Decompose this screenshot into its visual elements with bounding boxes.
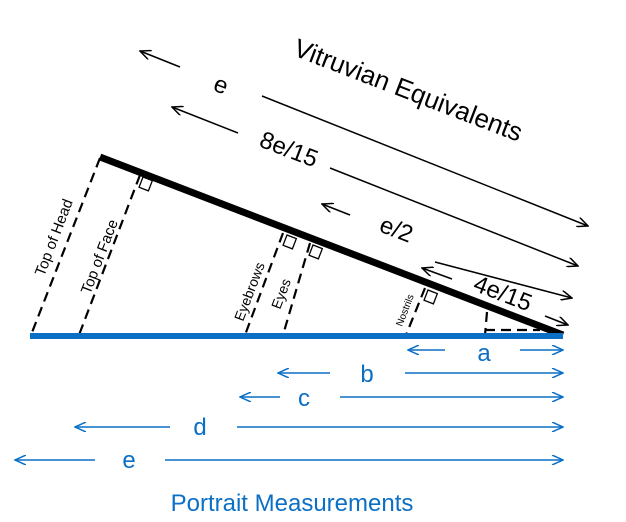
arrow-8e15-left [172,107,239,134]
arrow-4e15-left [422,268,453,280]
eyebrows-line [243,232,285,336]
portrait-title: Portrait Measurements [171,490,414,517]
landmark-lines [29,157,540,336]
arrow-e2-left [322,204,351,216]
label-e-bottom: e [122,447,135,474]
face-line [98,153,565,339]
arrow-e2-right [434,261,572,298]
vitruvian-title: Vitruvian Equivalents [290,33,527,148]
label-c: c [298,385,310,412]
label-top-of-face: Top of Face [78,217,122,296]
label-d: d [193,414,206,441]
portrait-arrows [15,350,563,460]
arrow-4e15-right [544,315,568,325]
arrow-e-right [261,95,588,226]
arrow-8e15-right [329,167,578,266]
arrow-e-left [140,51,181,68]
label-b: b [360,361,373,388]
vitruvian-arrows [140,51,588,325]
top-of-face-line [77,174,142,336]
label-eyebrows: Eyebrows [231,260,268,323]
label-e-top: e [210,70,232,100]
chin-line [483,311,489,336]
nostrils-line [404,287,427,336]
label-e2: e/2 [376,211,417,248]
label-nostrils: Nostrils [395,293,417,328]
label-a: a [477,340,491,367]
label-eyes: Eyes [268,276,294,311]
label-8e15: 8e/15 [256,126,322,173]
